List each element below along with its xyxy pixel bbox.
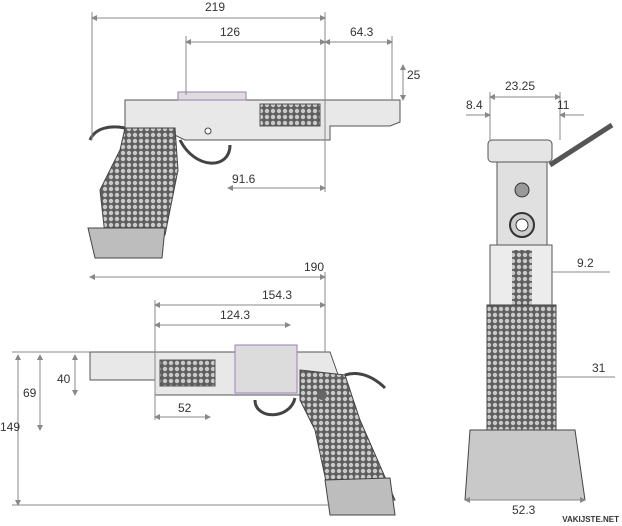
dim-52: 52 bbox=[178, 401, 192, 415]
pistol-side-view-top bbox=[87, 91, 401, 259]
dim-219: 219 bbox=[205, 0, 226, 14]
dimension-lines bbox=[12, 12, 615, 506]
watermark: VAKIJSTE.NET bbox=[561, 515, 620, 524]
dim-190: 190 bbox=[304, 260, 325, 274]
dim-25: 25 bbox=[407, 68, 421, 82]
pistol-side-view-bottom bbox=[89, 344, 396, 516]
pistol-front-view bbox=[464, 122, 614, 501]
dim-31: 31 bbox=[592, 361, 606, 375]
dim-9-2: 9.2 bbox=[577, 256, 594, 270]
dim-11: 11 bbox=[557, 98, 570, 112]
dim-52-3: 52.3 bbox=[512, 503, 536, 517]
dim-8-4: 8.4 bbox=[466, 98, 483, 112]
dim-40: 40 bbox=[57, 372, 71, 386]
dim-126: 126 bbox=[220, 25, 241, 39]
dim-64-3: 64.3 bbox=[350, 25, 374, 39]
dim-69: 69 bbox=[23, 386, 37, 400]
dim-154-3: 154.3 bbox=[262, 288, 293, 302]
dim-23-25: 23.25 bbox=[505, 79, 536, 93]
dim-149: 149 bbox=[0, 420, 21, 434]
dim-124-3: 124.3 bbox=[220, 308, 251, 322]
dim-91-6: 91.6 bbox=[232, 172, 256, 186]
